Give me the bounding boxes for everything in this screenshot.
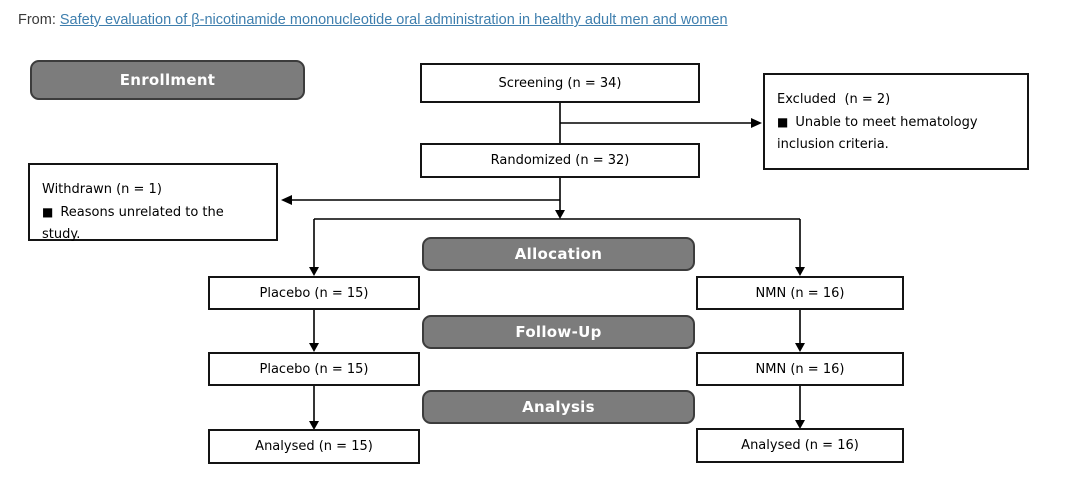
excluded-box: Excluded (n = 2) ■Unable to meet hematol… <box>763 73 1029 170</box>
nmn-followup-box: NMN (n = 16) <box>696 352 904 386</box>
excluded-reason-line: ■Unable to meet hematology inclusion cri… <box>777 111 1015 156</box>
withdrawn-reason: Reasons unrelated to the study. <box>42 205 224 242</box>
analysed-placebo-box: Analysed (n = 15) <box>208 429 420 464</box>
analysed-nmn-box: Analysed (n = 16) <box>696 428 904 463</box>
withdrawn-title: Withdrawn (n = 1) <box>42 182 162 197</box>
excluded-title: Excluded (n = 2) <box>777 92 891 107</box>
placebo-followup-box: Placebo (n = 15) <box>208 352 420 386</box>
withdrawn-reason-line: ■Reasons unrelated to the study. <box>42 201 264 246</box>
withdrawn-box: Withdrawn (n = 1) ■Reasons unrelated to … <box>28 163 278 242</box>
nmn-allocation-box: NMN (n = 16) <box>696 276 904 310</box>
allocation-banner: Allocation <box>422 237 695 271</box>
paper-title-link[interactable]: Safety evaluation of β-nicotinamide mono… <box>59 12 728 28</box>
square-bullet-icon: ■ <box>777 115 789 129</box>
source-prefix: From: <box>18 12 56 28</box>
placebo-allocation-box: Placebo (n = 15) <box>208 276 420 310</box>
excluded-reason: Unable to meet hematology inclusion crit… <box>777 115 978 152</box>
square-bullet-icon: ■ <box>42 205 54 219</box>
source-line: From: Safety evaluation of β-nicotinamid… <box>18 12 728 28</box>
followup-banner: Follow-Up <box>422 315 695 349</box>
randomized-box: Randomized (n = 32) <box>420 143 700 178</box>
analysis-banner: Analysis <box>422 390 695 424</box>
screening-box: Screening (n = 34) <box>420 63 700 103</box>
enrollment-banner: Enrollment <box>30 60 305 100</box>
